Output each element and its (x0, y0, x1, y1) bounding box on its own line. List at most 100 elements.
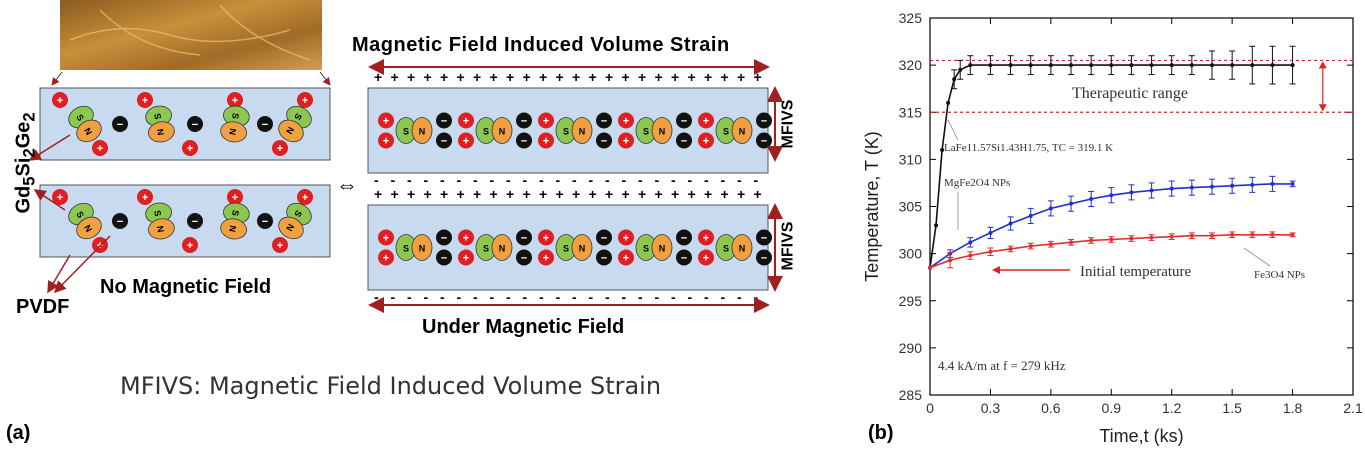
dipole: SN (278, 202, 312, 240)
surface-minus: - (523, 172, 528, 188)
dipole-s-letter: S (483, 244, 489, 254)
surface-plus: + (704, 186, 712, 202)
surface-plus: + (374, 186, 382, 202)
surface-minus: - (539, 289, 544, 305)
data-point (1149, 235, 1154, 240)
surface-plus: + (721, 186, 729, 202)
charge-sign: − (441, 233, 447, 245)
surface-plus: + (671, 186, 679, 202)
positive-charge (272, 237, 288, 253)
charge-sign: − (441, 253, 447, 265)
surface-plus: + (589, 186, 597, 202)
charge-sign: + (187, 240, 193, 252)
negative-charge (516, 112, 532, 129)
surface-minus: - (407, 289, 412, 305)
charge-sign: − (681, 136, 687, 148)
dipole-n-half (571, 117, 593, 144)
surface-minus: - (424, 289, 429, 305)
surface-minus: - (688, 289, 693, 305)
dipole-s-letter: S (723, 244, 729, 254)
dipole-s-letter: S (723, 127, 729, 137)
data-point (1008, 246, 1013, 251)
surface-minus: - (589, 172, 594, 188)
surface-minus: - (671, 172, 676, 188)
data-point (1210, 184, 1214, 189)
charge-sign: + (383, 116, 389, 128)
series-lafe11-57si1-43h1-75 (928, 45, 1296, 270)
data-point (1089, 63, 1094, 68)
charge-sign: + (623, 136, 629, 148)
negative-charge (516, 229, 532, 246)
negative-charge (187, 213, 203, 229)
y-tick-label: 325 (899, 10, 923, 26)
dipole-n-half (76, 216, 102, 240)
dipole-s-letter: S (74, 209, 86, 219)
negative-charge (516, 249, 532, 266)
no-field-title: No Magnetic Field (100, 276, 272, 298)
dipole-n-letter: N (419, 127, 426, 137)
surface-plus: + (473, 186, 481, 202)
data-point (1189, 233, 1194, 238)
surface-minus: - (490, 289, 495, 305)
surface-plus: + (539, 186, 547, 202)
charge-sign: + (57, 192, 63, 204)
surface-plus: + (754, 186, 762, 202)
data-point (928, 265, 932, 270)
dipole-n-letter: N (155, 128, 166, 136)
dipole-s-letter: S (292, 111, 304, 121)
data-point (1129, 63, 1134, 68)
positive-charge (297, 92, 313, 108)
positive-charge (458, 249, 474, 266)
charge-sign: + (623, 116, 629, 128)
data-point (1149, 63, 1154, 68)
dipole-n-letter: N (579, 244, 586, 254)
dipole-n-half (220, 218, 247, 240)
surface-plus: + (572, 69, 580, 85)
surface-minus: - (655, 172, 660, 188)
data-point (1109, 237, 1114, 242)
data-point (1109, 193, 1114, 198)
dipole-s-letter: S (403, 127, 409, 137)
dipole-n-half (278, 216, 304, 240)
charge-sign: + (277, 143, 283, 155)
data-point (1048, 242, 1053, 247)
dipole-n-half (491, 234, 513, 261)
data-point (1270, 232, 1275, 237)
charge-sign: − (521, 253, 527, 265)
top-title: Magnetic Field Induced Volume Strain (352, 34, 730, 56)
charge-sign: − (192, 216, 198, 228)
dipole-n-letter: N (739, 244, 746, 254)
data-point (1069, 201, 1073, 206)
data-point (1250, 63, 1255, 68)
dipole-s-letter: S (74, 112, 86, 122)
charge-sign: − (681, 116, 687, 128)
surface-plus: + (490, 69, 498, 85)
charge-sign: + (543, 136, 549, 148)
negative-charge (257, 116, 273, 132)
range-arrowhead-bottom (1318, 104, 1327, 112)
dipole: SN (68, 105, 102, 143)
surface-plus: + (754, 69, 762, 85)
charge-sign: − (681, 233, 687, 245)
charge-sign: + (703, 233, 709, 245)
positive-charge (182, 237, 198, 253)
data-point (1290, 232, 1295, 237)
data-point (1189, 63, 1194, 68)
data-point (1270, 63, 1275, 68)
data-point (934, 223, 939, 228)
charge-sign: + (703, 136, 709, 148)
charge-sign: + (232, 95, 238, 107)
positive-charge (378, 132, 394, 149)
charge-sign: + (543, 116, 549, 128)
positive-charge (618, 112, 634, 129)
positive-charge (698, 249, 714, 266)
dipole-n-half (491, 117, 513, 144)
data-point (1008, 221, 1013, 226)
dipole-n-letter: N (499, 127, 506, 137)
surface-plus: + (556, 186, 564, 202)
charge-sign: − (521, 136, 527, 148)
data-point (968, 253, 973, 258)
